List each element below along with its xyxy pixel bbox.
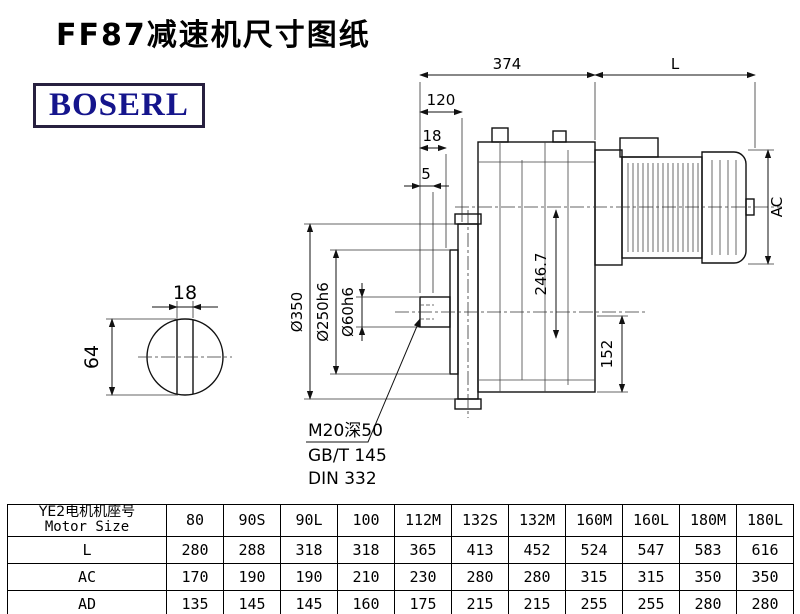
frame-label-cn: YE2电机机座号 <box>38 504 136 520</box>
value-cell: 318 <box>337 535 395 564</box>
value-cell: 365 <box>394 535 452 564</box>
value-cell: 452 <box>508 535 566 564</box>
value-cell: 280 <box>166 535 224 564</box>
extension-lines <box>304 82 774 400</box>
shaft-end-extension-lines <box>106 301 194 396</box>
value-cell: 255 <box>565 589 623 614</box>
standard-note-1: GB/T 145 <box>308 446 387 466</box>
dim-center-height-label: 246.7 <box>532 253 550 296</box>
value-cell: 280 <box>508 562 566 591</box>
dim-motor-height-label: AC <box>768 197 786 217</box>
value-cell: 210 <box>337 562 395 591</box>
value-cell: 547 <box>622 535 680 564</box>
value-cell: 175 <box>394 589 452 614</box>
size-col-header: 180M <box>679 504 737 537</box>
dim-top-width-label: 374 <box>493 55 522 73</box>
dim-step-offset-label: 18 <box>422 127 441 145</box>
size-col-header: 100 <box>337 504 395 537</box>
value-cell: 190 <box>223 562 281 591</box>
dim-flange-offset-label: 120 <box>427 91 456 109</box>
size-col-header: 90S <box>223 504 281 537</box>
motor-outline <box>594 137 755 266</box>
value-cell: 215 <box>451 589 509 614</box>
shaft-height-dim-label: 64 <box>81 345 103 369</box>
thread-note: M20深50 <box>308 421 383 441</box>
value-cell: 145 <box>280 589 338 614</box>
value-cell: 350 <box>679 562 737 591</box>
size-col-header: 132M <box>508 504 566 537</box>
dim-flange-dia-label: Ø350 <box>288 292 306 332</box>
motor-fins <box>627 160 737 255</box>
row-label: AD <box>7 589 167 614</box>
value-cell: 215 <box>508 589 566 614</box>
value-cell: 318 <box>280 535 338 564</box>
value-cell: 160 <box>337 589 395 614</box>
dim-bottom-height-label: 152 <box>598 340 616 369</box>
size-col-header: 180L <box>736 504 794 537</box>
frame-label-en: Motor Size <box>44 519 130 536</box>
value-cell: 350 <box>736 562 794 591</box>
value-cell: 230 <box>394 562 452 591</box>
size-col-header: 80 <box>166 504 224 537</box>
value-cell: 288 <box>223 535 281 564</box>
value-cell: 255 <box>622 589 680 614</box>
dimension-lines <box>306 71 772 443</box>
value-cell: 280 <box>679 589 737 614</box>
size-col-header: 160M <box>565 504 623 537</box>
value-cell: 280 <box>736 589 794 614</box>
boserl-logo-text: BOSERL <box>49 87 189 123</box>
shaft-width-dim-label: 18 <box>173 282 197 304</box>
gearbox-internal-lines <box>420 142 595 392</box>
value-cell: 190 <box>280 562 338 591</box>
centerlines <box>395 206 782 418</box>
value-cell: 315 <box>565 562 623 591</box>
value-cell: 145 <box>223 589 281 614</box>
dim-small-offset-label: 5 <box>421 165 431 183</box>
thread-note-leader <box>306 318 421 443</box>
value-cell: 524 <box>565 535 623 564</box>
dim-motor-length-label: L <box>671 55 680 73</box>
value-cell: 135 <box>166 589 224 614</box>
dim-shaft-dia-label: Ø60h6 <box>339 287 357 337</box>
dimension-drawing: 18 64 <box>81 55 786 489</box>
value-cell: 315 <box>622 562 680 591</box>
value-cell: 280 <box>451 562 509 591</box>
standard-note-2: DIN 332 <box>308 469 377 489</box>
size-col-header: 112M <box>394 504 452 537</box>
value-cell: 170 <box>166 562 224 591</box>
value-cell: 583 <box>679 535 737 564</box>
row-label: L <box>7 535 167 564</box>
boserl-logo: BOSERL <box>33 83 205 128</box>
dim-spigot-dia-label: Ø250h6 <box>314 282 332 342</box>
value-cell: 413 <box>451 535 509 564</box>
value-cell: 616 <box>736 535 794 564</box>
size-col-header: 160L <box>622 504 680 537</box>
row-label: AC <box>7 562 167 591</box>
shaft-end-dim-lines <box>108 303 218 396</box>
size-col-header: 90L <box>280 504 338 537</box>
size-col-header: 132S <box>451 504 509 537</box>
page-title: FF87减速机尺寸图纸 <box>56 18 371 53</box>
